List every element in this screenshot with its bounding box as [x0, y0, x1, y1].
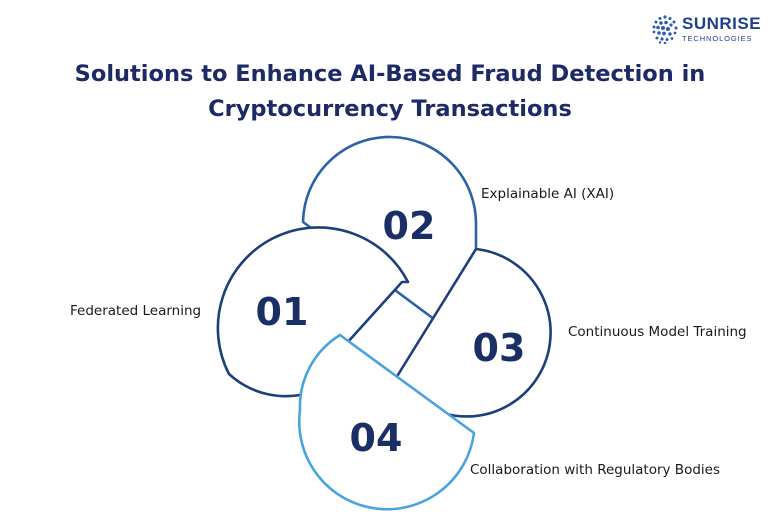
- page-title-line-1: Solutions to Enhance AI-Based Fraud Dete…: [74, 61, 706, 87]
- step-number-01: 01: [255, 290, 309, 334]
- step-number-03: 03: [472, 326, 526, 370]
- brand-name: SUNRISE: [682, 14, 762, 33]
- brand-logo: SUNRISE TECHNOLOGIES: [651, 12, 771, 48]
- step-shape-01: [216, 226, 410, 398]
- brand-subtitle: TECHNOLOGIES: [682, 34, 753, 43]
- step-label-04: Collaboration with Regulatory Bodies: [470, 462, 720, 478]
- step-number-02: 02: [382, 204, 436, 248]
- step-label-01: Federated Learning: [70, 303, 202, 319]
- step-label-02: Explainable AI (XAI): [481, 186, 615, 202]
- step-shape-04: [298, 333, 476, 511]
- globe-dots-icon: [652, 15, 678, 44]
- step-number-04: 04: [349, 416, 403, 460]
- step-label-03: Continuous Model Training: [568, 324, 747, 340]
- page-title-line-2: Cryptocurrency Transactions: [208, 96, 572, 122]
